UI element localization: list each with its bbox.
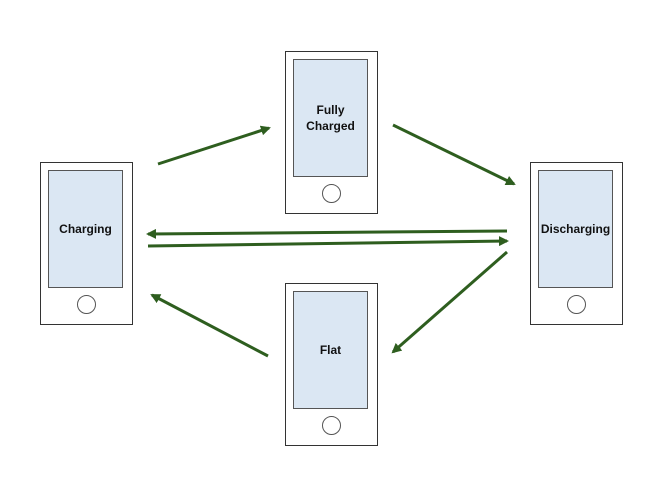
- state-label-charging: Charging: [59, 222, 112, 236]
- phone-screen: Discharging: [538, 170, 613, 288]
- arrow-fully-charged-to-discharging: [392, 123, 516, 186]
- home-button-icon: [322, 416, 341, 435]
- phone-fully-charged: Fully Charged: [285, 51, 378, 214]
- home-button-icon: [77, 295, 96, 314]
- phone-screen: Fully Charged: [293, 59, 368, 177]
- phone-screen: Charging: [48, 170, 123, 288]
- phone-screen: Flat: [293, 291, 368, 409]
- arrow-charging-to-discharging: [147, 236, 509, 248]
- state-label-fully-charged: Fully Charged: [306, 103, 355, 133]
- arrow-charging-to-fully-charged: [157, 125, 271, 166]
- arrow-discharging-to-flat: [391, 250, 508, 354]
- phone-flat: Flat: [285, 283, 378, 446]
- phone-charging: Charging: [40, 162, 133, 325]
- home-button-icon: [322, 184, 341, 203]
- home-button-icon: [567, 295, 586, 314]
- arrow-discharging-to-charging: [146, 228, 508, 239]
- phone-discharging: Discharging: [530, 162, 623, 325]
- state-label-flat: Flat: [319, 343, 342, 357]
- state-label-discharging: Discharging: [540, 222, 611, 236]
- arrow-flat-to-charging: [150, 293, 269, 358]
